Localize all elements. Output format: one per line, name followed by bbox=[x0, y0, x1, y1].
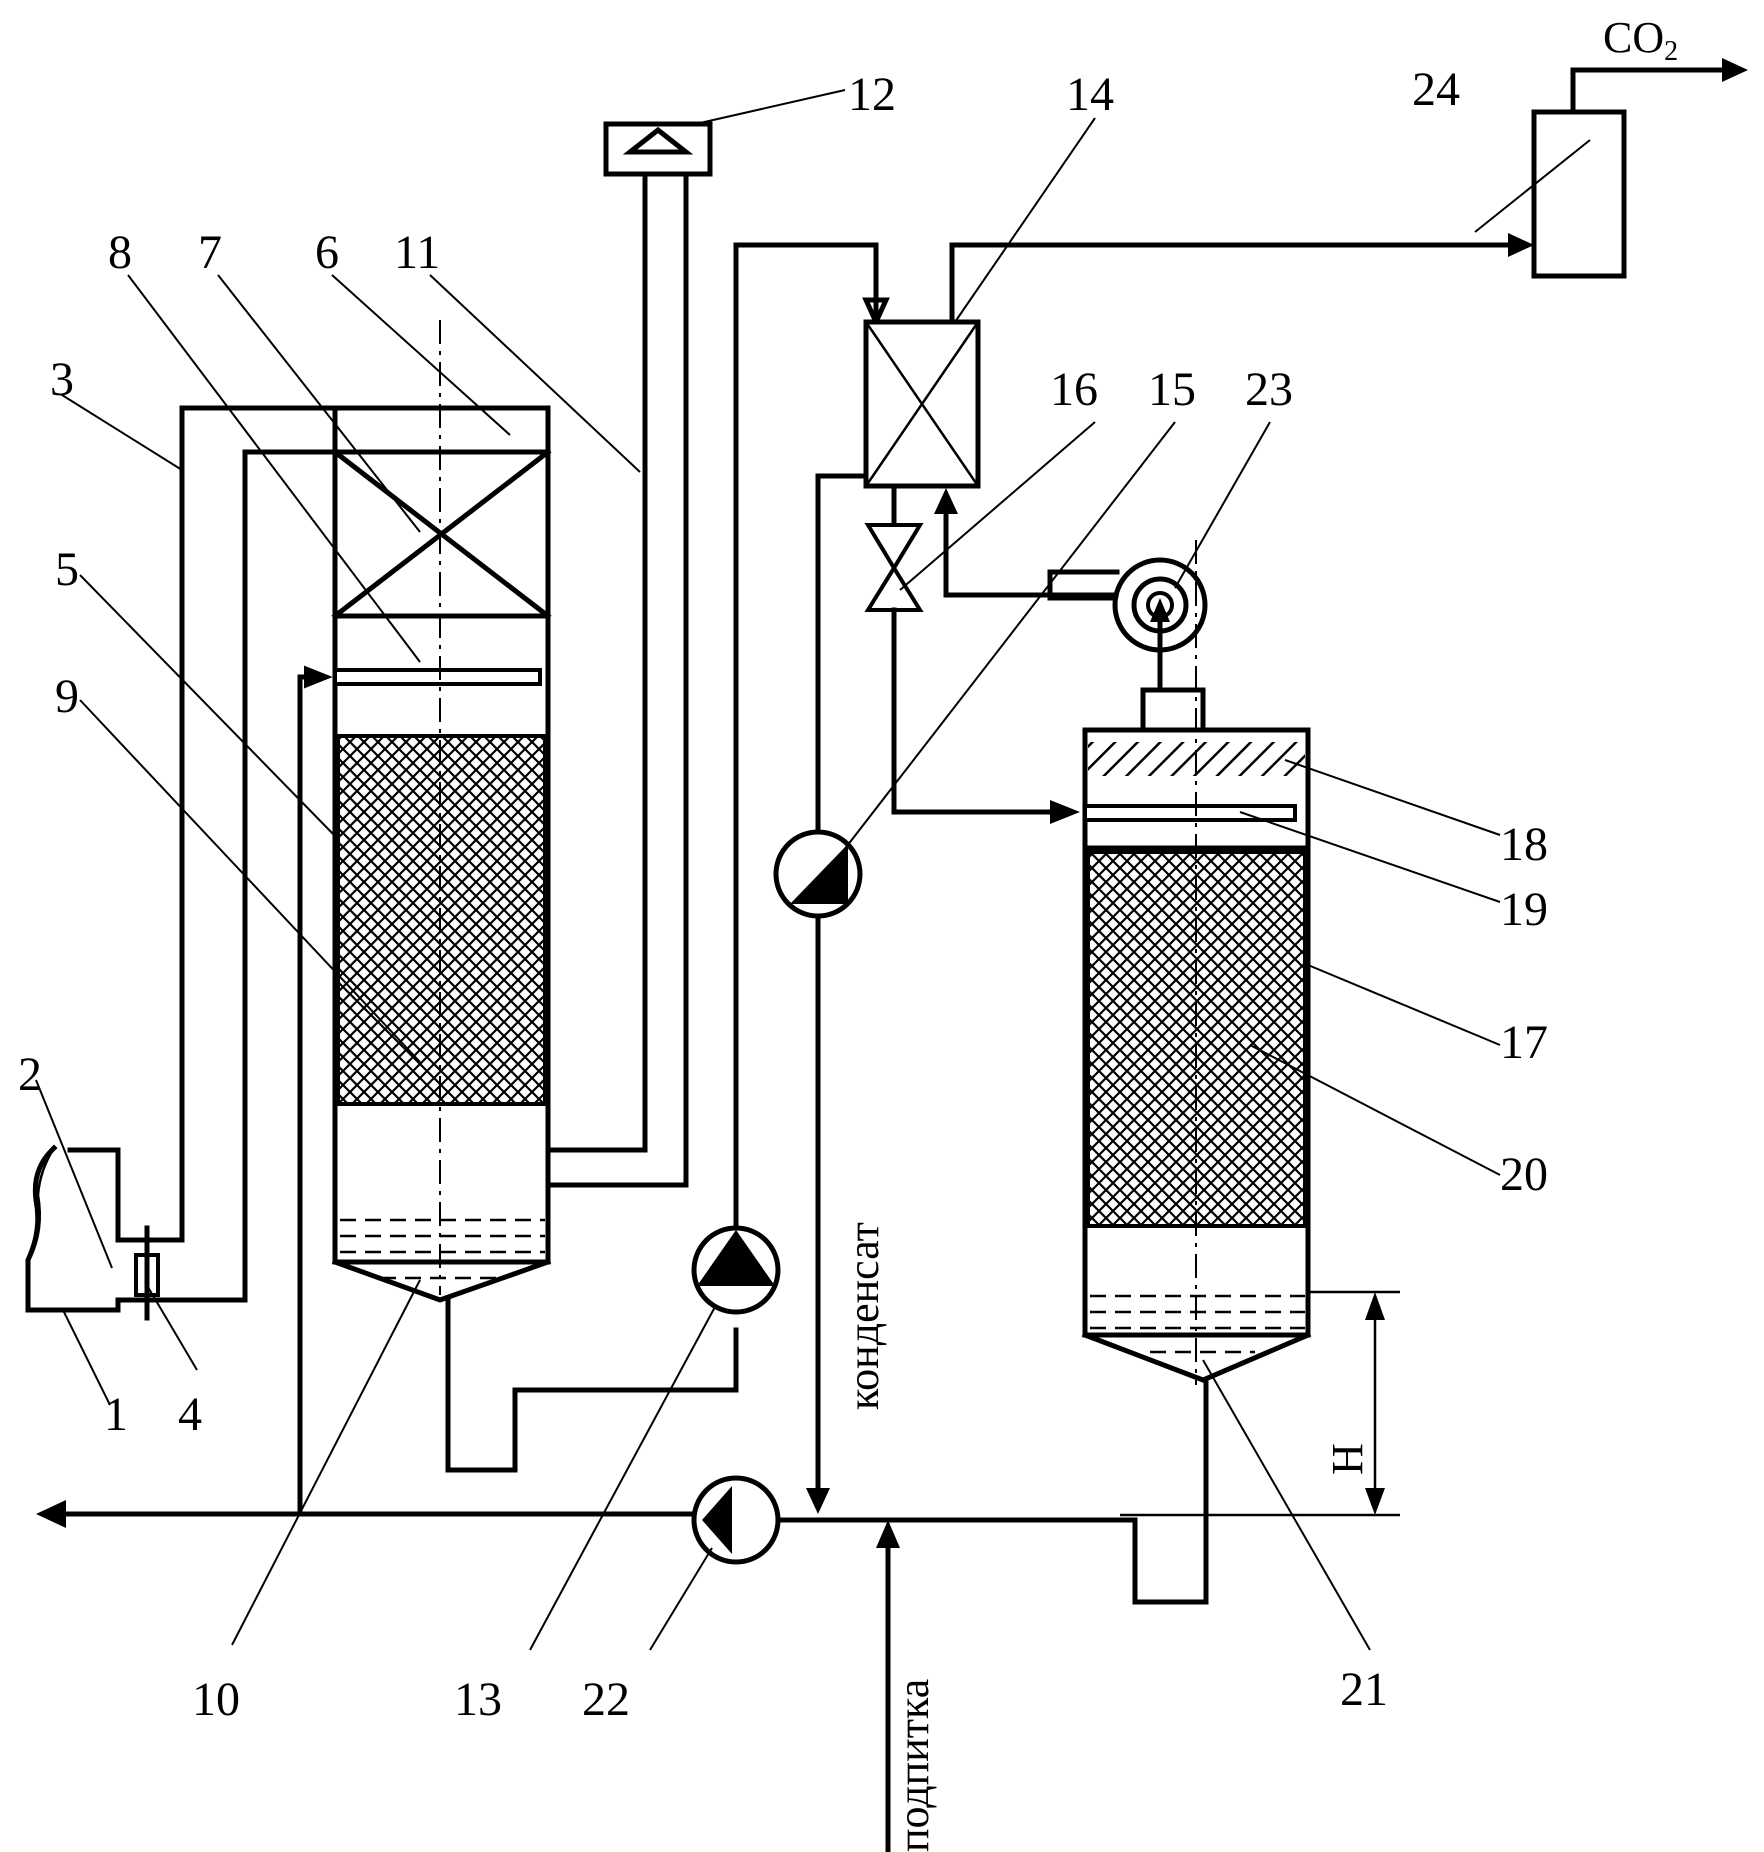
label-10: 10 bbox=[192, 1673, 240, 1726]
co2-collector-24 bbox=[1531, 58, 1748, 279]
blower-23 bbox=[934, 488, 1208, 693]
height-label: H bbox=[1323, 1443, 1372, 1475]
pump-13 bbox=[691, 1225, 781, 1315]
valve-16 bbox=[864, 523, 924, 612]
label-1: 1 bbox=[104, 1388, 128, 1441]
exhaust-stack bbox=[545, 121, 713, 1188]
label-7: 7 bbox=[198, 226, 222, 279]
distributor-8 bbox=[333, 668, 542, 686]
column-drain-line bbox=[445, 1297, 739, 1473]
label-5: 5 bbox=[55, 543, 79, 596]
valve-16-line bbox=[864, 483, 1080, 824]
label-9: 9 bbox=[55, 670, 79, 723]
heat-exchanger-14 bbox=[863, 233, 1534, 489]
bottom-header bbox=[36, 1377, 1209, 1852]
label-16: 16 bbox=[1050, 363, 1098, 416]
label-4: 4 bbox=[178, 1388, 202, 1441]
label-21: 21 bbox=[1340, 1663, 1388, 1716]
label-14: 14 bbox=[1066, 68, 1114, 121]
makeup-label: подпитка bbox=[889, 1679, 938, 1852]
leader-lines bbox=[35, 89, 1591, 1651]
label-12: 12 bbox=[848, 68, 896, 121]
column-cone-10 bbox=[331, 1258, 552, 1303]
height-dimension bbox=[1120, 1290, 1400, 1517]
label-3: 3 bbox=[50, 353, 74, 406]
label-11: 11 bbox=[394, 226, 440, 279]
number-labels: 1 2 3 4 5 6 7 8 9 10 11 12 13 14 15 16 1… bbox=[18, 63, 1548, 1726]
condensate-line bbox=[773, 473, 869, 1514]
label-6: 6 bbox=[315, 226, 339, 279]
label-13: 13 bbox=[454, 1673, 502, 1726]
label-8: 8 bbox=[108, 226, 132, 279]
packing-9 bbox=[336, 734, 547, 1106]
desorber-column bbox=[1081, 540, 1312, 1385]
co2-label: CO2 bbox=[1603, 13, 1678, 67]
label-23: 23 bbox=[1245, 363, 1293, 416]
distributor-19 bbox=[1083, 804, 1297, 822]
label-20: 20 bbox=[1500, 1148, 1548, 1201]
boiler-unit bbox=[25, 1069, 248, 1321]
packing-20 bbox=[1086, 850, 1307, 1228]
heat-exchanger-7 bbox=[331, 448, 552, 620]
circulation-line bbox=[733, 242, 890, 1233]
pump-22 bbox=[691, 1475, 781, 1565]
label-22: 22 bbox=[582, 1673, 630, 1726]
label-24: 24 bbox=[1412, 63, 1460, 116]
label-15: 15 bbox=[1148, 363, 1196, 416]
contact-column bbox=[331, 320, 552, 1303]
label-19: 19 bbox=[1500, 883, 1548, 936]
return-to-distributor bbox=[297, 665, 333, 1517]
label-17: 17 bbox=[1500, 1016, 1548, 1069]
column-cone-21 bbox=[1081, 1331, 1312, 1383]
label-2: 2 bbox=[18, 1048, 42, 1101]
label-18: 18 bbox=[1500, 818, 1548, 871]
condensate-label: конденсат bbox=[839, 1222, 888, 1410]
